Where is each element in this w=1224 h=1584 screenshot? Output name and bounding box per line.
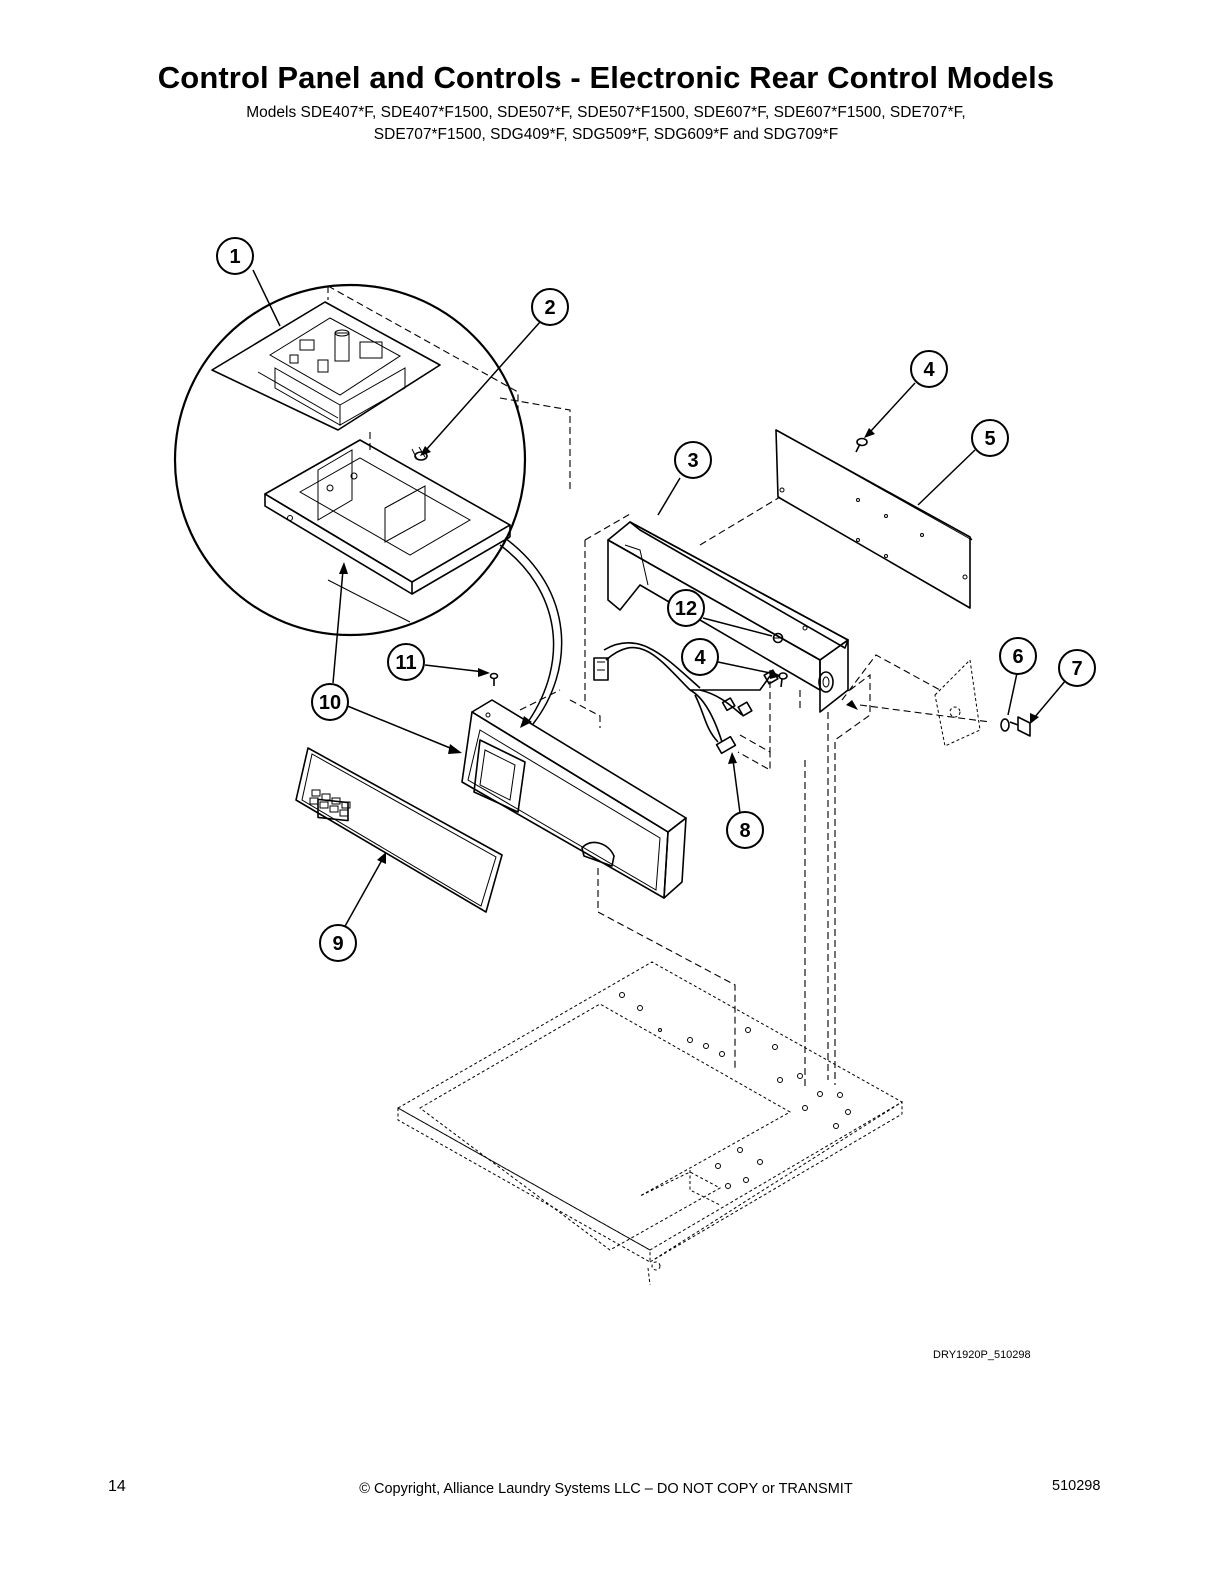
callout-6: 6 <box>999 637 1037 675</box>
svg-text:1: 1 <box>229 246 240 268</box>
callout-11: 11 <box>387 643 425 681</box>
callout-5: 5 <box>971 419 1009 457</box>
bolt-7 <box>1009 716 1031 737</box>
svg-text:4: 4 <box>923 359 935 381</box>
control-board-plate <box>211 301 441 431</box>
callout-3: 3 <box>674 441 712 479</box>
back-plate-5 <box>775 429 973 609</box>
callout-7: 7 <box>1058 649 1096 687</box>
wire-harness-8 <box>593 641 779 755</box>
screw-4-middle <box>778 672 788 688</box>
models-line-1: Models SDE407*F, SDE407*F1500, SDE507*F,… <box>246 104 966 121</box>
copyright-notice: © Copyright, Alliance Laundry Systems LL… <box>359 1481 853 1497</box>
bracket-6-7 <box>934 658 981 747</box>
svg-text:9: 9 <box>332 933 343 955</box>
svg-text:4: 4 <box>694 647 706 669</box>
detail-magnifier <box>173 283 571 637</box>
callout-9: 9 <box>319 924 357 962</box>
svg-text:6: 6 <box>1012 646 1023 668</box>
page-title: Control Panel and Controls - Electronic … <box>157 60 1055 95</box>
svg-text:8: 8 <box>739 820 750 842</box>
screw-11 <box>489 672 499 686</box>
callout-4-top: 4 <box>910 350 948 388</box>
clip-12 <box>772 632 784 644</box>
callout-4-middle: 4 <box>681 638 719 676</box>
document-number: 510298 <box>1052 1478 1101 1494</box>
dryer-top-base <box>396 961 904 1286</box>
control-overlay-9 <box>295 747 503 913</box>
svg-text:7: 7 <box>1071 658 1082 680</box>
callout-1: 1 <box>216 237 254 275</box>
washer-6 <box>1000 718 1010 732</box>
callout-2: 2 <box>531 288 569 326</box>
svg-text:3: 3 <box>687 450 698 472</box>
control-panel-10 <box>461 699 687 899</box>
svg-text:10: 10 <box>319 692 341 714</box>
control-hood-3 <box>607 521 849 713</box>
svg-text:11: 11 <box>395 652 416 674</box>
screw-4-top <box>855 437 868 453</box>
page-number: 14 <box>108 1478 126 1495</box>
models-line-2: SDE707*F1500, SDG409*F, SDG509*F, SDG609… <box>373 126 839 143</box>
svg-text:12: 12 <box>675 598 697 620</box>
drawing-code: DRY1920P_510298 <box>933 1349 1031 1361</box>
svg-text:5: 5 <box>984 428 995 450</box>
callout-8: 8 <box>726 811 764 849</box>
callout-10: 10 <box>311 683 349 721</box>
svg-text:2: 2 <box>544 297 555 319</box>
callout-12: 12 <box>667 589 705 627</box>
board-housing-tray <box>264 439 511 583</box>
